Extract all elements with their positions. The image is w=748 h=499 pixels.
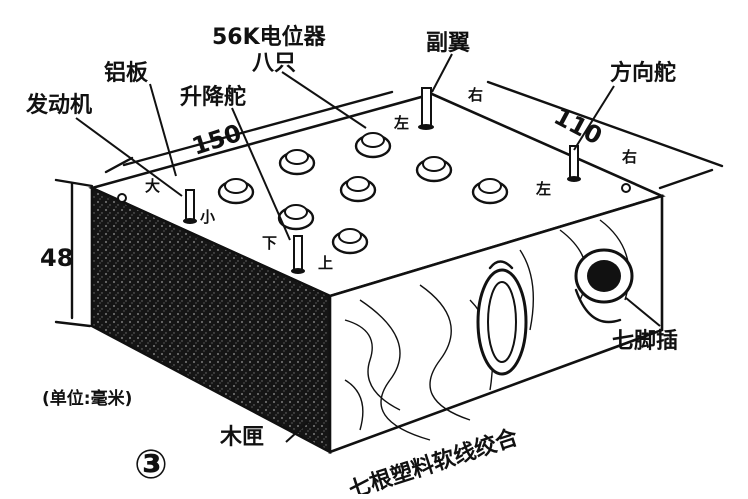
aileron-dir-left: 左 — [393, 114, 409, 132]
knob — [339, 176, 377, 203]
figure-number: ③ — [134, 442, 168, 488]
label-potentiometer: 56K电位器 — [212, 24, 327, 50]
knob — [331, 228, 369, 255]
rudder-stick — [567, 145, 581, 182]
dimension-48-label: 48 — [40, 244, 73, 272]
engine-dir-big: 大 — [145, 177, 160, 195]
elevator-dir-up: 上 — [318, 254, 333, 272]
engine-dir-small: 小 — [200, 208, 215, 226]
engine-stick — [183, 189, 197, 224]
knob — [471, 178, 509, 205]
label-unit-note: (单位:毫米) — [42, 388, 132, 409]
label-potentiometer-count: 八只 — [252, 51, 296, 76]
label-aileron: 副翼 — [426, 31, 470, 56]
screw-right — [621, 183, 631, 193]
aileron-stick — [418, 87, 434, 130]
knob — [217, 178, 255, 205]
dimension-48: 48 — [40, 178, 94, 328]
label-rudder: 方向舵 — [610, 60, 676, 86]
seven-pin-plug — [574, 248, 634, 324]
aileron-dir-right: 右 — [468, 86, 483, 104]
wire-bundle-connector — [476, 260, 528, 376]
knob — [278, 149, 316, 176]
rudder-dir-left: 左 — [535, 180, 551, 198]
knob — [354, 132, 392, 159]
knob — [277, 204, 315, 231]
leader-lines — [75, 53, 661, 443]
screw-left — [117, 193, 127, 203]
rudder-dir-right: 右 — [622, 148, 637, 166]
label-engine: 发动机 — [25, 92, 92, 118]
potentiometer-knobs — [217, 132, 509, 255]
label-seven-pin-plug: 七脚插 — [612, 329, 678, 354]
elevator-dir-down: 下 — [262, 234, 277, 252]
label-aluminum-plate: 铝板 — [104, 60, 149, 86]
label-wood-box: 木匣 — [219, 425, 264, 450]
knob — [415, 156, 453, 183]
elevator-stick — [291, 235, 305, 274]
label-elevator: 升降舵 — [180, 84, 246, 110]
